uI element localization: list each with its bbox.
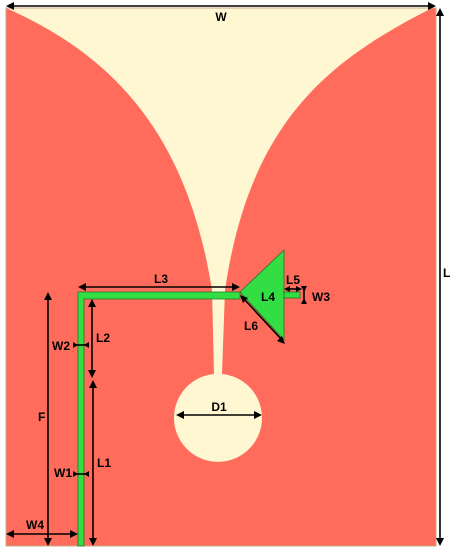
label-l5: L5 <box>286 273 300 287</box>
label-l1: L1 <box>97 456 111 470</box>
dim-w1 <box>73 471 89 477</box>
label-w: W <box>215 10 227 24</box>
label-w2: W2 <box>52 339 70 353</box>
dim-l <box>436 8 444 546</box>
dim-l3 <box>78 283 240 291</box>
label-l4: L4 <box>261 290 275 304</box>
label-w1: W1 <box>54 466 72 480</box>
dim-d1 <box>176 411 262 419</box>
dim-w3 <box>301 286 307 304</box>
ground-plane <box>6 8 436 546</box>
label-l: L <box>443 266 450 280</box>
label-f: F <box>38 410 45 424</box>
label-w3: W3 <box>312 290 330 304</box>
dim-f <box>44 292 52 546</box>
label-d1: D1 <box>211 400 227 414</box>
dim-l2 <box>88 299 96 378</box>
label-l2: L2 <box>96 331 110 345</box>
dim-w2 <box>73 342 89 348</box>
label-w4: W4 <box>26 518 44 532</box>
dim-w4 <box>6 530 78 538</box>
stub-extension <box>283 291 301 299</box>
dim-l6 <box>240 295 285 344</box>
feed-line <box>77 291 241 547</box>
label-l3: L3 <box>154 272 168 286</box>
label-l6: L6 <box>244 319 258 333</box>
dim-l5 <box>284 286 302 292</box>
dim-l1 <box>89 380 97 546</box>
board-outline <box>5 7 437 547</box>
dim-w <box>6 2 436 10</box>
